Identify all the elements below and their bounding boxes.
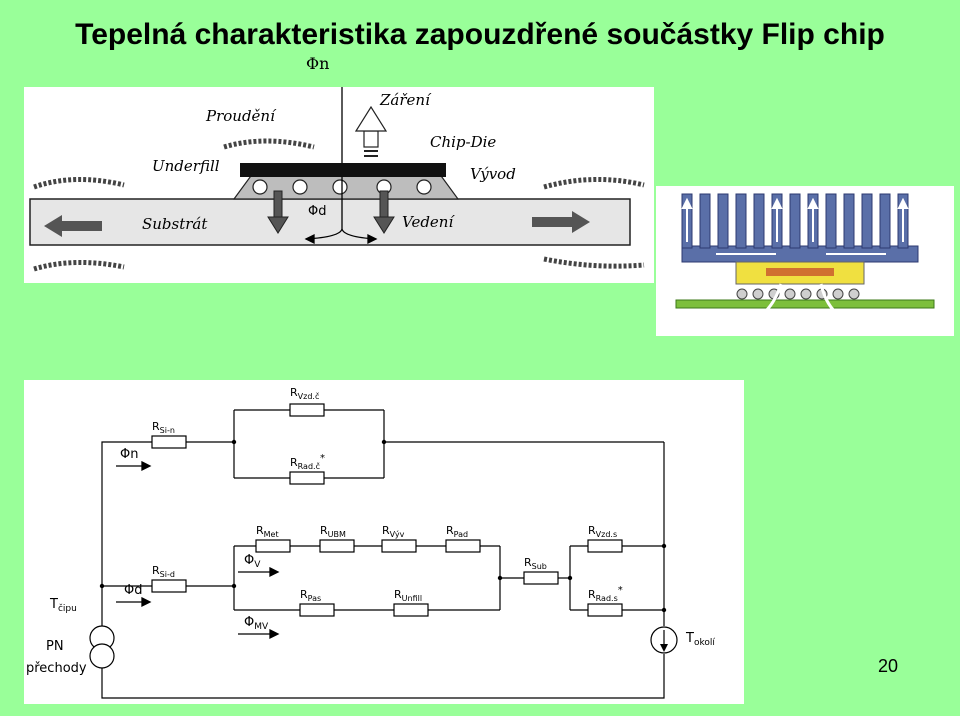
label-zareni: Záření (379, 91, 432, 109)
label-r-pad: RPad (446, 524, 468, 539)
label-phi-d: Φd (308, 204, 326, 219)
resistor-met (255, 539, 291, 553)
label-r-si-d: RSi-d (152, 564, 175, 579)
label-vedeni: Vedení (402, 213, 455, 231)
solder-bump (292, 179, 308, 195)
convection-arrows (33, 138, 645, 272)
heatsink (681, 193, 919, 263)
arrow-right-icon (269, 628, 280, 640)
label-r-met: RMet (256, 524, 279, 539)
solder-bump (416, 179, 432, 195)
convection-arrow-icon (543, 256, 645, 269)
label-phi-v: ΦV (244, 553, 261, 570)
arrow-right-icon (269, 566, 280, 578)
flip-chip-cross-section: Proudění Záření Chip-Die Underfill Vývod… (24, 77, 654, 283)
label-r-pas: RPas (300, 588, 321, 603)
junction-dots (99, 439, 667, 613)
heatsink-svg (675, 193, 935, 318)
label-substrat: Substrát (142, 215, 208, 233)
label-phi-mv: ΦMV (244, 615, 269, 632)
label-r-rad-s: RRad.s* (588, 585, 623, 603)
solder-bump (332, 179, 348, 195)
label-chip-die: Chip-Die (430, 133, 496, 151)
down-arrow-icon (273, 190, 283, 218)
substrate-right-arrow-icon (532, 211, 590, 233)
page-title: Tepelná charakteristika zapouzdřené souč… (75, 18, 885, 51)
resistor-ubm (319, 539, 355, 553)
resistor-si-n (151, 435, 187, 449)
resistor-vzd-s (587, 539, 623, 553)
substrate-body (29, 198, 631, 246)
phi-n-label: Φn (306, 54, 330, 73)
resistor-unfill (393, 603, 429, 617)
resistor-rad-top (289, 471, 325, 485)
substrate-left-arrow-icon (44, 215, 102, 237)
label-r-vyv: RVýv (382, 524, 405, 539)
chip-die (240, 163, 446, 177)
label-r-si-n: RSi-n (152, 420, 175, 435)
radiation-arrow-icon (354, 105, 388, 157)
page-number: 20 (877, 656, 898, 676)
label-r-rad-top: RRad.č* (290, 453, 325, 471)
arrow-right-icon (141, 460, 152, 472)
label-r-ubm: RUBM (320, 524, 346, 539)
convection-arrow-icon (33, 260, 125, 272)
down-arrow-icon (373, 216, 395, 234)
solder-bump (252, 179, 268, 195)
label-phi-d: Φd (124, 583, 142, 598)
resistor-si-d (151, 579, 187, 593)
thermal-circuit-svg: RSi-n RVzd.č RRad.č* RSi-d RMet RUBM RVý… (26, 386, 715, 699)
resistor-vzd-top (289, 403, 325, 417)
label-prechody: přechody (26, 661, 87, 676)
resistor-pas (299, 603, 335, 617)
resistor-pad (445, 539, 481, 553)
flow-arrows (116, 460, 280, 640)
label-underfill: Underfill (152, 157, 220, 175)
chip-die (766, 268, 834, 276)
flow-labels: Φn Φd ΦV ΦMV (120, 447, 269, 632)
label-t-cipu: Tčipu (49, 597, 77, 614)
resistor-labels: RSi-n RVzd.č RRad.č* RSi-d RMet RUBM RVý… (152, 386, 623, 603)
resistor-sub (523, 571, 559, 585)
circuit-wires (101, 409, 665, 699)
flip-chip-svg: Proudění Záření Chip-Die Underfill Vývod… (29, 77, 645, 272)
arrow-right-icon (141, 596, 152, 608)
convection-arrow-icon (543, 176, 645, 190)
label-r-vzd-s: RVzd.s (588, 524, 617, 539)
convection-arrow-icon (223, 138, 315, 150)
label-prouden: Proudění (205, 107, 277, 125)
label-r-unfill: RUnfill (394, 588, 422, 603)
resistors (151, 403, 623, 617)
down-flow-arrows (759, 283, 841, 318)
solder-balls (736, 288, 860, 300)
resistor-rad-s (587, 603, 623, 617)
resistor-vyv (381, 539, 417, 553)
thermal-circuit: RSi-n RVzd.č RRad.č* RSi-d RMet RUBM RVý… (24, 380, 744, 704)
pn-current-source-icon (89, 625, 115, 669)
label-phi-n: Φn (120, 447, 138, 462)
conduction-arrows (267, 190, 395, 234)
phi-d-arrow-icon (304, 177, 378, 245)
convection-arrow-icon (33, 177, 125, 190)
label-vyvod: Vývod (470, 165, 516, 183)
pcb-board (675, 299, 935, 309)
label-t-okoli: Tokolí (685, 631, 715, 648)
ambient-source-icon (650, 626, 678, 654)
down-arrow-icon (267, 216, 289, 234)
heat-arrows (681, 197, 909, 255)
label-r-sub: RSub (524, 556, 547, 571)
label-r-vzd-top: RVzd.č (290, 386, 319, 401)
down-arrow-icon (379, 190, 389, 218)
label-pn: PN (46, 639, 64, 654)
heatsink-cross-section (656, 186, 954, 336)
